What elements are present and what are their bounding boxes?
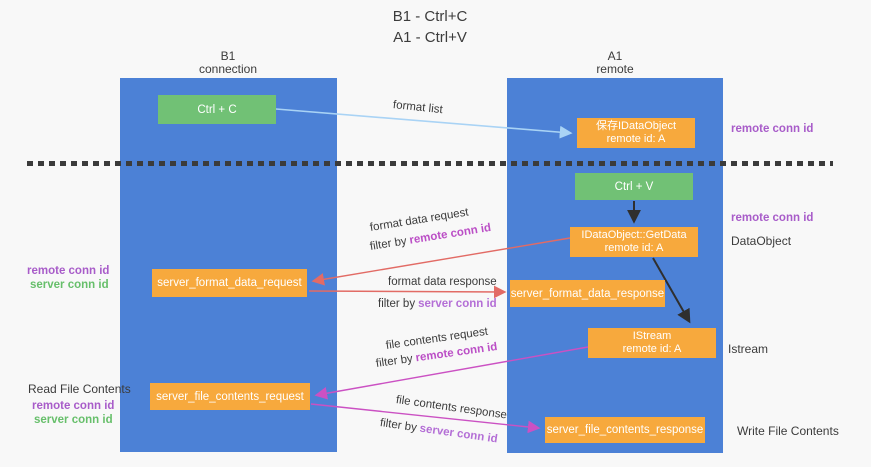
node-server-file-contents-response: server_file_contents_response xyxy=(545,417,705,443)
edge-label-format-data-response: format data response xyxy=(388,276,497,288)
node-ctrl-v-label: Ctrl + V xyxy=(614,180,654,193)
node-idataobject-getdata: IDataObject::GetData remote id: A xyxy=(570,227,698,257)
annotation-remote-conn-id-left: remote conn id xyxy=(27,265,110,277)
edge-label-file-contents-response-filter: filter byserver conn id xyxy=(379,417,498,445)
annotation-write-file-contents: Write File Contents xyxy=(737,424,839,438)
node-idataobject-getdata-line1: IDataObject::GetData xyxy=(581,229,687,241)
filter-by-prefix: filter by xyxy=(379,417,418,435)
node-ctrl-c: Ctrl + C xyxy=(158,95,276,124)
phase-separator-dashed-line xyxy=(27,161,833,166)
annotation-remote-conn-id-bottom-left: remote conn id xyxy=(32,400,115,412)
node-istream-line2: remote id: A xyxy=(622,343,682,355)
annotation-remote-conn-id-top-right: remote conn id xyxy=(731,123,814,135)
annotation-remote-conn-id-mid-right: remote conn id xyxy=(731,212,814,224)
diagram-title: B1 - Ctrl+C A1 - Ctrl+V xyxy=(320,6,540,48)
lane-a1-subtitle: remote xyxy=(596,62,634,76)
node-server-file-contents-request-label: server_file_contents_request xyxy=(156,390,304,403)
node-save-idataobject-line1: 保存IDataObject xyxy=(595,120,677,132)
lane-header-b1: B1 connection xyxy=(158,50,298,76)
node-server-format-data-response: server_format_data_response xyxy=(510,280,665,307)
annotation-server-conn-id-bottom-left: server conn id xyxy=(34,414,113,426)
node-ctrl-v: Ctrl + V xyxy=(575,173,693,200)
node-server-file-contents-response-label: server_file_contents_response xyxy=(546,424,704,436)
annotation-server-conn-id-left: server conn id xyxy=(30,279,109,291)
lane-b1-subtitle: connection xyxy=(198,62,258,76)
annotation-read-file-contents: Read File Contents xyxy=(28,382,131,396)
filter-by-prefix: filter by xyxy=(369,235,408,253)
annotation-istream: Istream xyxy=(728,342,769,356)
filter-by-prefix: filter by xyxy=(375,352,414,370)
filter-key-server-conn-id: server conn id xyxy=(418,422,499,446)
lane-header-a1: A1 remote xyxy=(545,50,685,76)
lane-a1-title: A1 xyxy=(607,49,623,63)
filter-by-prefix: filter by xyxy=(378,298,416,310)
node-save-idataobject-line2: remote id: A xyxy=(606,133,666,145)
node-server-format-data-response-label: server_format_data_response xyxy=(510,287,665,300)
filter-key-server-conn-id: server conn id xyxy=(418,298,497,310)
node-ctrl-c-label: Ctrl + C xyxy=(197,103,237,116)
edge-label-file-contents-response: file contents response xyxy=(395,394,508,422)
lane-b1-title: B1 xyxy=(220,49,236,63)
node-server-format-data-request-label: server_format_data_request xyxy=(157,277,302,289)
node-istream: IStream remote id: A xyxy=(588,328,716,358)
node-idataobject-getdata-line2: remote id: A xyxy=(604,242,664,254)
format-data-response-arrow xyxy=(308,285,507,299)
node-server-file-contents-request: server_file_contents_request xyxy=(150,383,310,410)
edge-label-format-list: format list xyxy=(392,99,444,117)
node-istream-line1: IStream xyxy=(632,330,672,342)
node-server-format-data-request: server_format_data_request xyxy=(152,269,307,297)
title-line-1: B1 - Ctrl+C xyxy=(392,8,468,25)
annotation-dataobject: DataObject xyxy=(731,234,792,248)
node-save-idataobject: 保存IDataObject remote id: A xyxy=(577,118,695,148)
title-line-2: A1 - Ctrl+V xyxy=(393,29,467,46)
